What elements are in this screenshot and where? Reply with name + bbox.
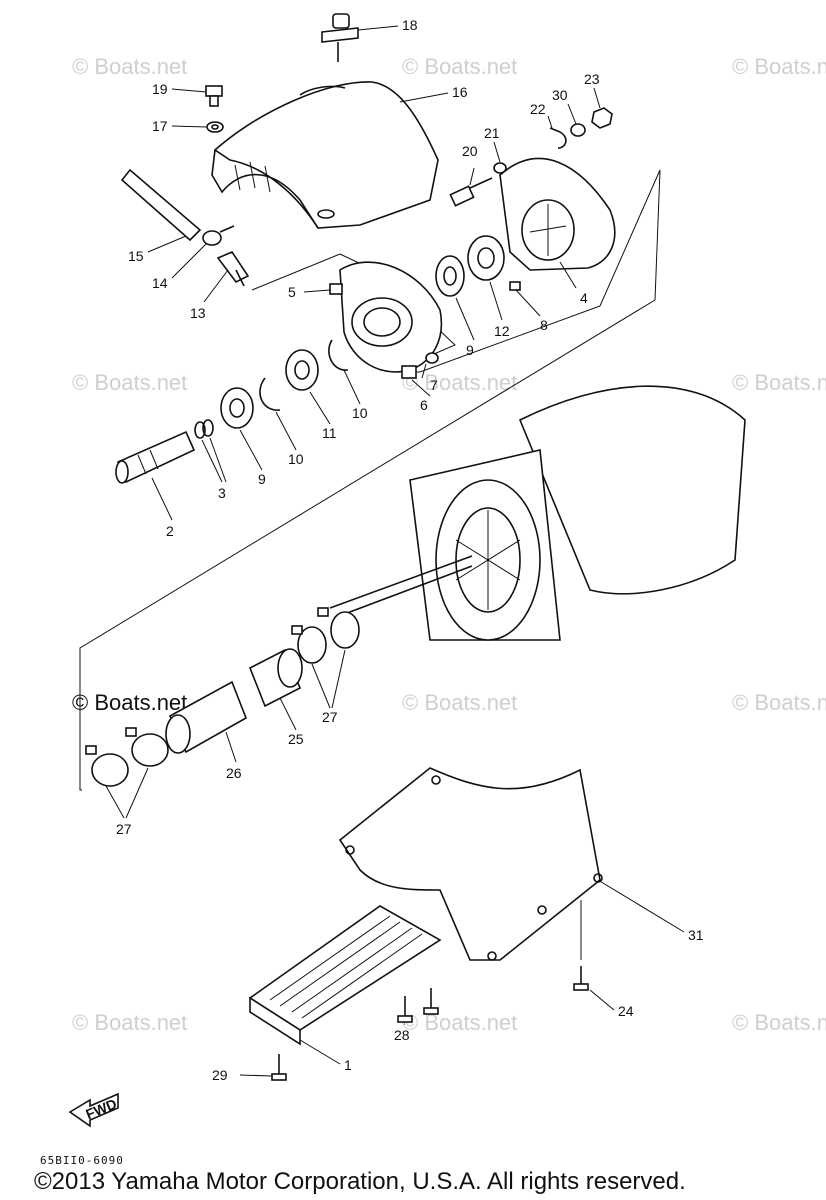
callout-12: 12: [494, 323, 510, 339]
watermark: © Boats.net: [732, 54, 826, 79]
part-21-washer: [493, 162, 507, 174]
part-23-nut: [591, 107, 613, 129]
part-6-bolt: [401, 365, 417, 379]
watermark: © Boats.net: [402, 690, 517, 715]
part-2-shaft: [115, 430, 196, 484]
part-17-washer: [206, 121, 224, 133]
callout-6: 6: [420, 397, 428, 413]
callout-7: 7: [430, 377, 438, 393]
part-10-circlip-lower: [259, 377, 281, 411]
callout-3: 3: [218, 485, 226, 501]
watermark: © Boats.net: [732, 370, 826, 395]
callout-9-upper: 9: [466, 342, 474, 358]
callout-26: 26: [226, 765, 242, 781]
part-1-grate: [248, 905, 442, 1046]
callout-24: 24: [618, 1003, 634, 1019]
watermark: © Boats.net: [72, 1010, 187, 1035]
callout-10-lower: 10: [288, 451, 304, 467]
watermark: © Boats.net: [72, 690, 187, 715]
part-24-screw: [573, 966, 589, 991]
watermark: © Boats.net: [72, 370, 187, 395]
watermark: © Boats.net: [72, 54, 187, 79]
part-8-pin: [509, 281, 521, 291]
copyright-notice: ©2013 Yamaha Motor Corporation, U.S.A. A…: [34, 1168, 686, 1195]
part-27-clamps-upper: [291, 607, 360, 664]
callout-29: 29: [212, 1067, 228, 1083]
callouts: 18 19 16 17 23 30 22 21 20 15 14 5 4 13 …: [116, 17, 704, 1083]
callout-20: 20: [462, 143, 478, 159]
callout-10-upper: 10: [352, 405, 368, 421]
leader-lines: [105, 25, 685, 1077]
part-27-clamps-lower: [85, 727, 169, 787]
part-9-bearing-lower: [220, 387, 254, 429]
watermarks: © Boats.net © Boats.net © Boats.net © Bo…: [72, 54, 826, 1035]
part-18-screw: [321, 13, 359, 62]
part-31-bracket: [338, 767, 603, 961]
part-19-bolt: [205, 85, 223, 107]
callout-30: 30: [552, 87, 568, 103]
callout-8: 8: [540, 317, 548, 333]
drive-shaft: [329, 555, 473, 619]
watermark: © Boats.net: [402, 1010, 517, 1035]
watermark: © Boats.net: [732, 690, 826, 715]
part-22-clip: [549, 127, 567, 149]
part-30-washer: [570, 123, 586, 137]
callout-1: 1: [344, 1057, 352, 1073]
part-15-rod: [120, 168, 202, 242]
callout-15: 15: [128, 248, 144, 264]
callout-5: 5: [288, 284, 296, 300]
callout-31: 31: [688, 927, 704, 943]
part-5-housing: [329, 261, 443, 373]
callout-13: 13: [190, 305, 206, 321]
callout-11: 11: [322, 425, 337, 441]
watermark: © Boats.net: [402, 54, 517, 79]
part-16-cover: [211, 81, 439, 229]
watermark: © Boats.net: [402, 370, 517, 395]
callout-9-lower: 9: [258, 471, 266, 487]
part-13-fitting: [216, 251, 250, 287]
part-28-screws: [397, 988, 439, 1023]
fwd-arrow-icon: FWD: [68, 1092, 119, 1128]
part-4-flange: [499, 157, 616, 271]
part-9-bearing: [435, 255, 465, 297]
part-14-oring: [202, 225, 235, 246]
callout-23: 23: [584, 71, 600, 87]
part-29-screw: [271, 1054, 287, 1081]
fwd-label: FWD: [83, 1095, 119, 1122]
callout-4: 4: [580, 290, 588, 306]
diagram-code: 65BII0-6090: [40, 1154, 124, 1167]
part-11-bearing: [285, 349, 319, 391]
part-10-circlip-upper: [328, 339, 349, 371]
callout-19: 19: [152, 81, 168, 97]
callout-18: 18: [402, 17, 418, 33]
part-26-coupling: [165, 680, 247, 754]
callout-27-upper: 27: [322, 709, 338, 725]
part-7-washer: [425, 352, 439, 364]
callout-27-lower: 27: [116, 821, 132, 837]
part-20-bolt: [449, 177, 493, 207]
callout-16: 16: [452, 84, 468, 100]
pump-housing: [409, 385, 746, 641]
part-12-seal: [467, 235, 505, 281]
callout-28: 28: [394, 1027, 410, 1043]
callout-14: 14: [152, 275, 168, 291]
callout-21: 21: [484, 125, 500, 141]
watermark: © Boats.net: [732, 1010, 826, 1035]
part-25-hose: [248, 648, 303, 708]
part-3-orings: [194, 419, 214, 439]
callout-25: 25: [288, 731, 304, 747]
callout-17: 17: [152, 118, 168, 134]
callout-2: 2: [166, 523, 174, 539]
callout-22: 22: [530, 101, 546, 117]
